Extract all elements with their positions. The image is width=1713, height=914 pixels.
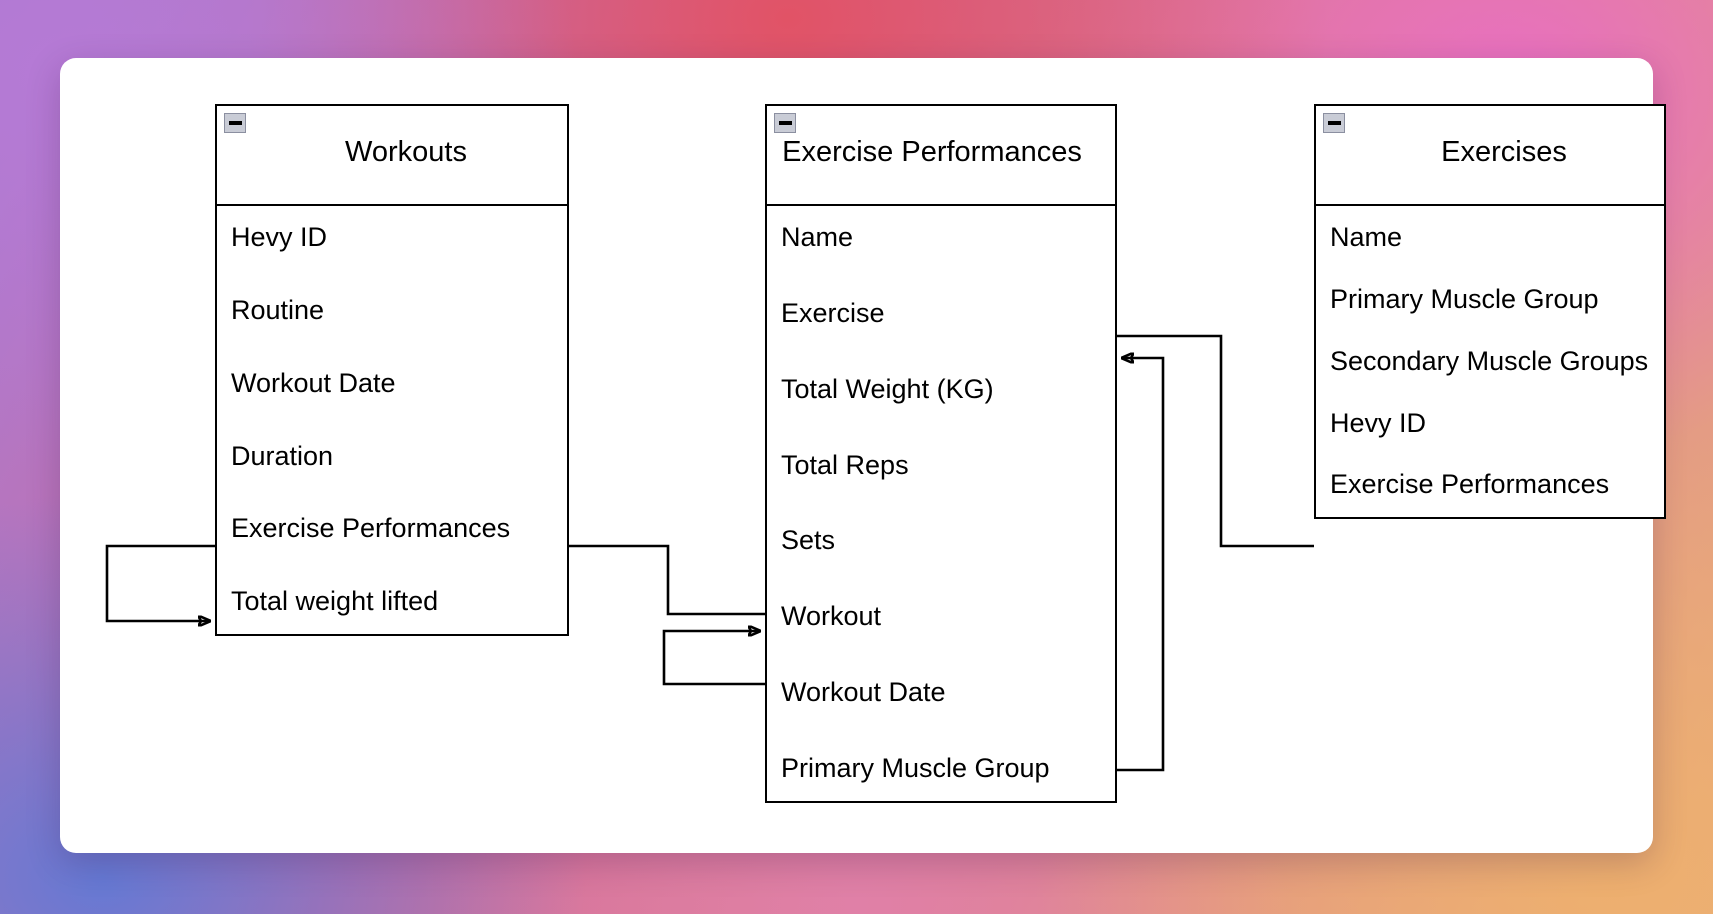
connector-workouts-self-loop — [105, 544, 215, 621]
field-row[interactable]: Exercise Performances — [1330, 469, 1610, 500]
field-row[interactable]: Routine — [231, 294, 325, 325]
field-row[interactable]: Name — [1330, 222, 1403, 252]
field-row[interactable]: Primary Muscle Group — [1330, 283, 1599, 314]
field-row[interactable]: Workout Date — [231, 367, 396, 398]
collapse-icon[interactable] — [1323, 113, 1345, 133]
entity-workouts-title: Workouts — [345, 136, 467, 168]
field-row[interactable]: Total Weight (KG) — [781, 373, 994, 404]
entity-exercise-performances-fields: Name Exercise Total Weight (KG) Total Re… — [767, 206, 1115, 801]
entity-workouts-fields: Hevy ID Routine Workout Date Duration Ex… — [217, 206, 567, 634]
connector-performances-muscle-loop — [1117, 358, 1165, 772]
minus-icon — [228, 121, 242, 125]
entity-exercise-performances-header[interactable]: Exercise Performances — [767, 106, 1115, 206]
connector-exercises-to-performances — [1117, 334, 1314, 548]
field-row[interactable]: Total Reps — [781, 449, 909, 480]
field-row[interactable]: Workout Date — [781, 677, 946, 708]
entity-exercises[interactable]: Exercises Name Primary Muscle Group Seco… — [1314, 104, 1666, 520]
diagram-canvas[interactable]: Workouts Hevy ID Routine Workout Date Du… — [60, 58, 1666, 853]
field-row[interactable]: Hevy ID — [1330, 407, 1427, 438]
field-row[interactable]: Primary Muscle Group — [781, 753, 1050, 784]
field-row[interactable]: Workout — [781, 601, 882, 632]
entity-exercises-header[interactable]: Exercises — [1316, 106, 1664, 206]
entity-workouts-header[interactable]: Workouts — [217, 106, 567, 206]
collapse-icon[interactable] — [224, 113, 246, 133]
minus-icon — [1327, 121, 1341, 125]
entity-exercise-performances[interactable]: Exercise Performances Name Exercise Tota… — [765, 104, 1117, 803]
connector-workouts-to-performances — [569, 544, 765, 616]
entity-exercises-fields: Name Primary Muscle Group Secondary Musc… — [1316, 206, 1664, 517]
field-row[interactable]: Secondary Muscle Groups — [1330, 345, 1649, 376]
field-row[interactable]: Name — [781, 222, 854, 252]
field-row[interactable]: Hevy ID — [231, 222, 328, 252]
collapse-icon[interactable] — [774, 113, 796, 133]
minus-icon — [778, 121, 792, 125]
connector-performances-self-loop — [662, 631, 765, 686]
field-row[interactable]: Total weight lifted — [231, 586, 439, 617]
field-row[interactable]: Duration — [231, 440, 334, 471]
entity-workouts[interactable]: Workouts Hevy ID Routine Workout Date Du… — [215, 104, 569, 637]
field-row[interactable]: Sets — [781, 525, 836, 556]
entity-exercise-performances-title: Exercise Performances — [782, 136, 1082, 168]
field-row[interactable]: Exercise Performances — [231, 513, 511, 544]
entity-exercises-title: Exercises — [1441, 136, 1567, 168]
field-row[interactable]: Exercise — [781, 297, 885, 328]
